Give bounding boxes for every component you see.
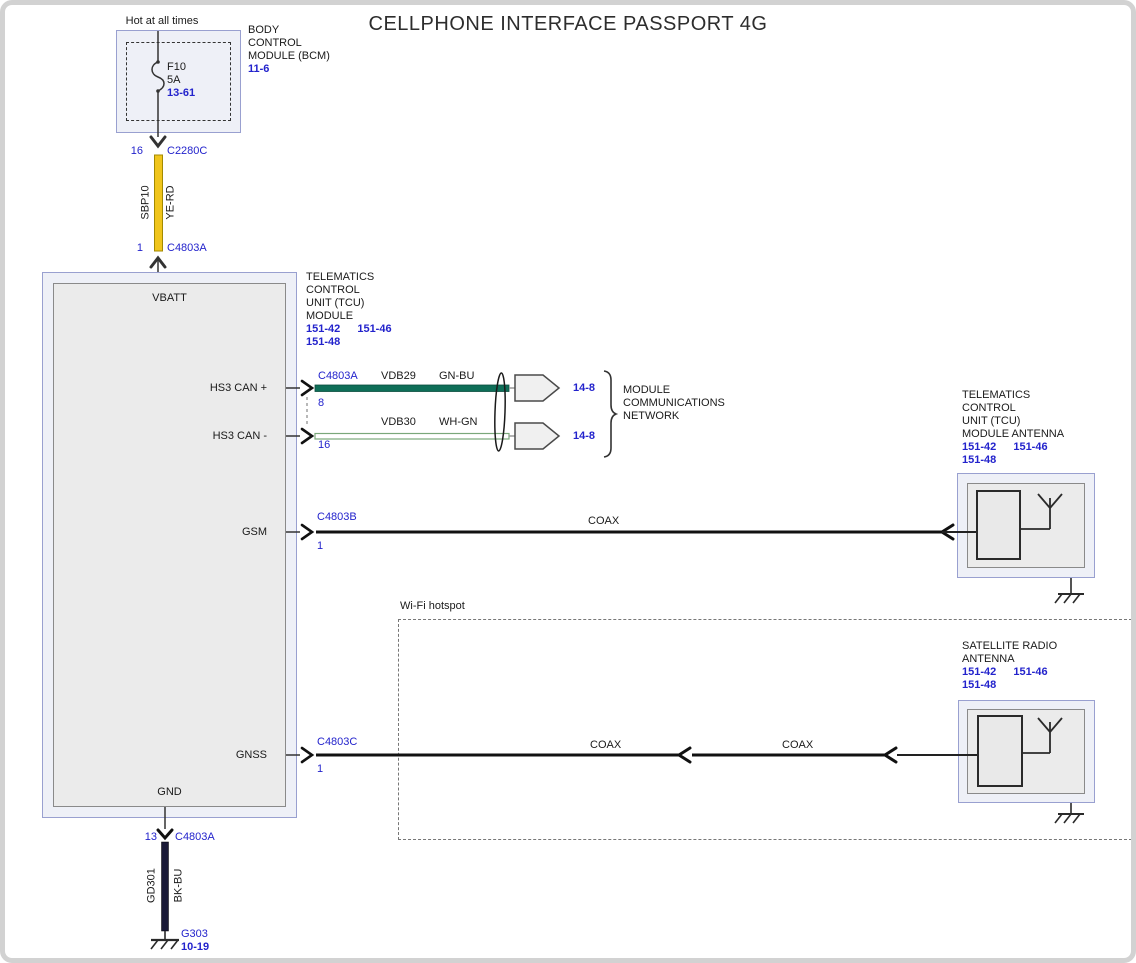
wire-color-gn-bu-label: GN-BU [439,370,475,382]
wire-color-ye-rd-label: YE-RD [164,185,177,220]
brace-icon [603,370,619,458]
pin-arrow-icon [300,379,315,397]
tcu-name-line: TELEMATICS [306,271,375,283]
pin-gnss-label: GNSS [235,749,267,761]
gsm-coax-wiring [286,523,977,541]
wire-vdb29-gn-bu [314,384,510,392]
pin-gnd-label: GND [157,786,182,798]
diagram-title: CELLPHONE INTERFACE PASSPORT 4G [368,13,768,35]
sat-antenna-inner-box [967,709,1085,794]
tcu-page-links: 151-42 151-46 [306,323,392,336]
sat-antenna-name-line: ANTENNA [962,653,1015,665]
tcu-page-link[interactable]: 151-48 [306,336,341,348]
connector-c4803c-link[interactable]: C4803C [317,736,358,748]
can-bus-wiring [286,370,619,458]
tcu-antenna-inner-box [967,483,1085,568]
wire-into-tcu [149,255,167,272]
wire-color-bk-bu-label: BK-BU [172,868,185,903]
dest-page-link[interactable]: 14-8 [573,382,596,394]
hot-at-all-times-label: Hot at all times [125,15,199,27]
chassis-ground-icon [1054,578,1084,604]
wifi-hotspot-zone [398,619,1131,840]
pin-number-label: 1 [317,763,324,775]
tcu-page-link[interactable]: 151-42 [306,323,341,335]
twisted-pair-icon [494,372,506,452]
bcm-name-line: MODULE (BCM) [248,50,330,62]
bcm-name-line: BODY [248,24,280,36]
circuit-sbp10-label: SBP10 [139,185,152,220]
ground-id-link[interactable]: G303 [181,928,208,940]
tcu-antenna-name-line: UNIT (TCU) [962,415,1021,427]
tcu-antenna-page-links: 151-42 151-46 [962,441,1048,454]
sat-antenna-page-link[interactable]: 151-42 [962,666,997,678]
bcm-fuse-dashed-box [126,42,231,121]
sat-antenna-name-line: SATELLITE RADIO [962,640,1058,652]
network-label-line: COMMUNICATIONS [623,397,725,409]
inline-arrow-icon [939,523,955,541]
earth-ground-icon [150,931,179,950]
circuit-vdb29-label: VDB29 [381,370,416,382]
tcu-name-line: UNIT (TCU) [306,297,365,309]
ground-page-link[interactable]: 10-19 [181,941,210,953]
bcm-box [116,30,241,133]
fuse-rating-label: 5A [167,74,181,86]
tcu-antenna-name-line: MODULE ANTENNA [962,428,1065,440]
pin-hs3-can-plus-label: HS3 CAN + [209,382,267,394]
pin-number-label: 1 [136,242,143,254]
pin-arrow-icon [300,427,315,445]
network-connector-symbol-high [514,374,561,402]
coax-label: COAX [590,739,622,751]
tcu-name-line: MODULE [306,310,354,322]
coax-label: COAX [588,515,620,527]
circuit-gd301-label: GD301 [145,868,158,903]
connector-c4803a-link[interactable]: C4803A [175,831,215,843]
fuse-page-link[interactable]: 13-61 [167,87,196,99]
pin-number-label: 8 [318,397,325,409]
tcu-antenna-name-line: CONTROL [962,402,1016,414]
tcu-antenna-page-link[interactable]: 151-46 [1013,441,1048,453]
network-connector-symbol-low [514,422,561,450]
pin-number-label: 16 [130,145,143,157]
bcm-page-link[interactable]: 11-6 [248,63,270,75]
pin-arrow-icon [300,746,315,764]
circuit-vdb30-label: VDB30 [381,416,416,428]
tcu-name-line: CONTROL [306,284,360,296]
arrow-up-icon [149,255,167,269]
pin-hs3-can-minus-label: HS3 CAN - [212,430,267,442]
wire-color-wh-gn-label: WH-GN [439,416,478,428]
pin-number-label: 1 [317,540,324,552]
tcu-antenna-name-line: TELEMATICS [962,389,1031,401]
arrow-down-icon [156,828,174,841]
bcm-name-line: CONTROL [248,37,302,49]
wifi-hotspot-label: Wi-Fi hotspot [400,600,465,612]
arrow-down-icon [149,135,167,149]
tcu-antenna-page-link[interactable]: 151-42 [962,441,997,453]
sat-antenna-page-link[interactable]: 151-46 [1013,666,1048,678]
pin-gsm-label: GSM [241,526,267,538]
connector-c4803a-link[interactable]: C4803A [167,242,207,254]
dest-page-link[interactable]: 14-8 [573,430,596,442]
sat-antenna-page-links: 151-42 151-46 [962,666,1048,679]
connector-c4803a-link[interactable]: C4803A [318,370,358,382]
sat-antenna-page-link[interactable]: 151-48 [962,679,997,691]
pin-number-label: 13 [144,831,157,843]
tcu-antenna-page-link[interactable]: 151-48 [962,454,997,466]
pin-number-label: 16 [318,439,331,451]
wire-sbp10-ye-rd [154,154,163,252]
pin-vbatt-label: VBATT [152,292,187,304]
fuse-name-label: F10 [167,61,186,73]
connector-c2280c-link[interactable]: C2280C [167,145,208,157]
tcu-inner-box [53,283,286,807]
pin-arrow-icon [300,523,315,541]
wire-gd301-bk-bu [161,841,169,932]
wire-vdb30-wh-gn [314,432,510,440]
network-label-line: MODULE [623,384,671,396]
connector-c4803b-link[interactable]: C4803B [317,511,357,523]
tcu-page-link[interactable]: 151-46 [357,323,392,335]
coax-label: COAX [782,739,814,751]
network-label-line: NETWORK [623,410,680,422]
